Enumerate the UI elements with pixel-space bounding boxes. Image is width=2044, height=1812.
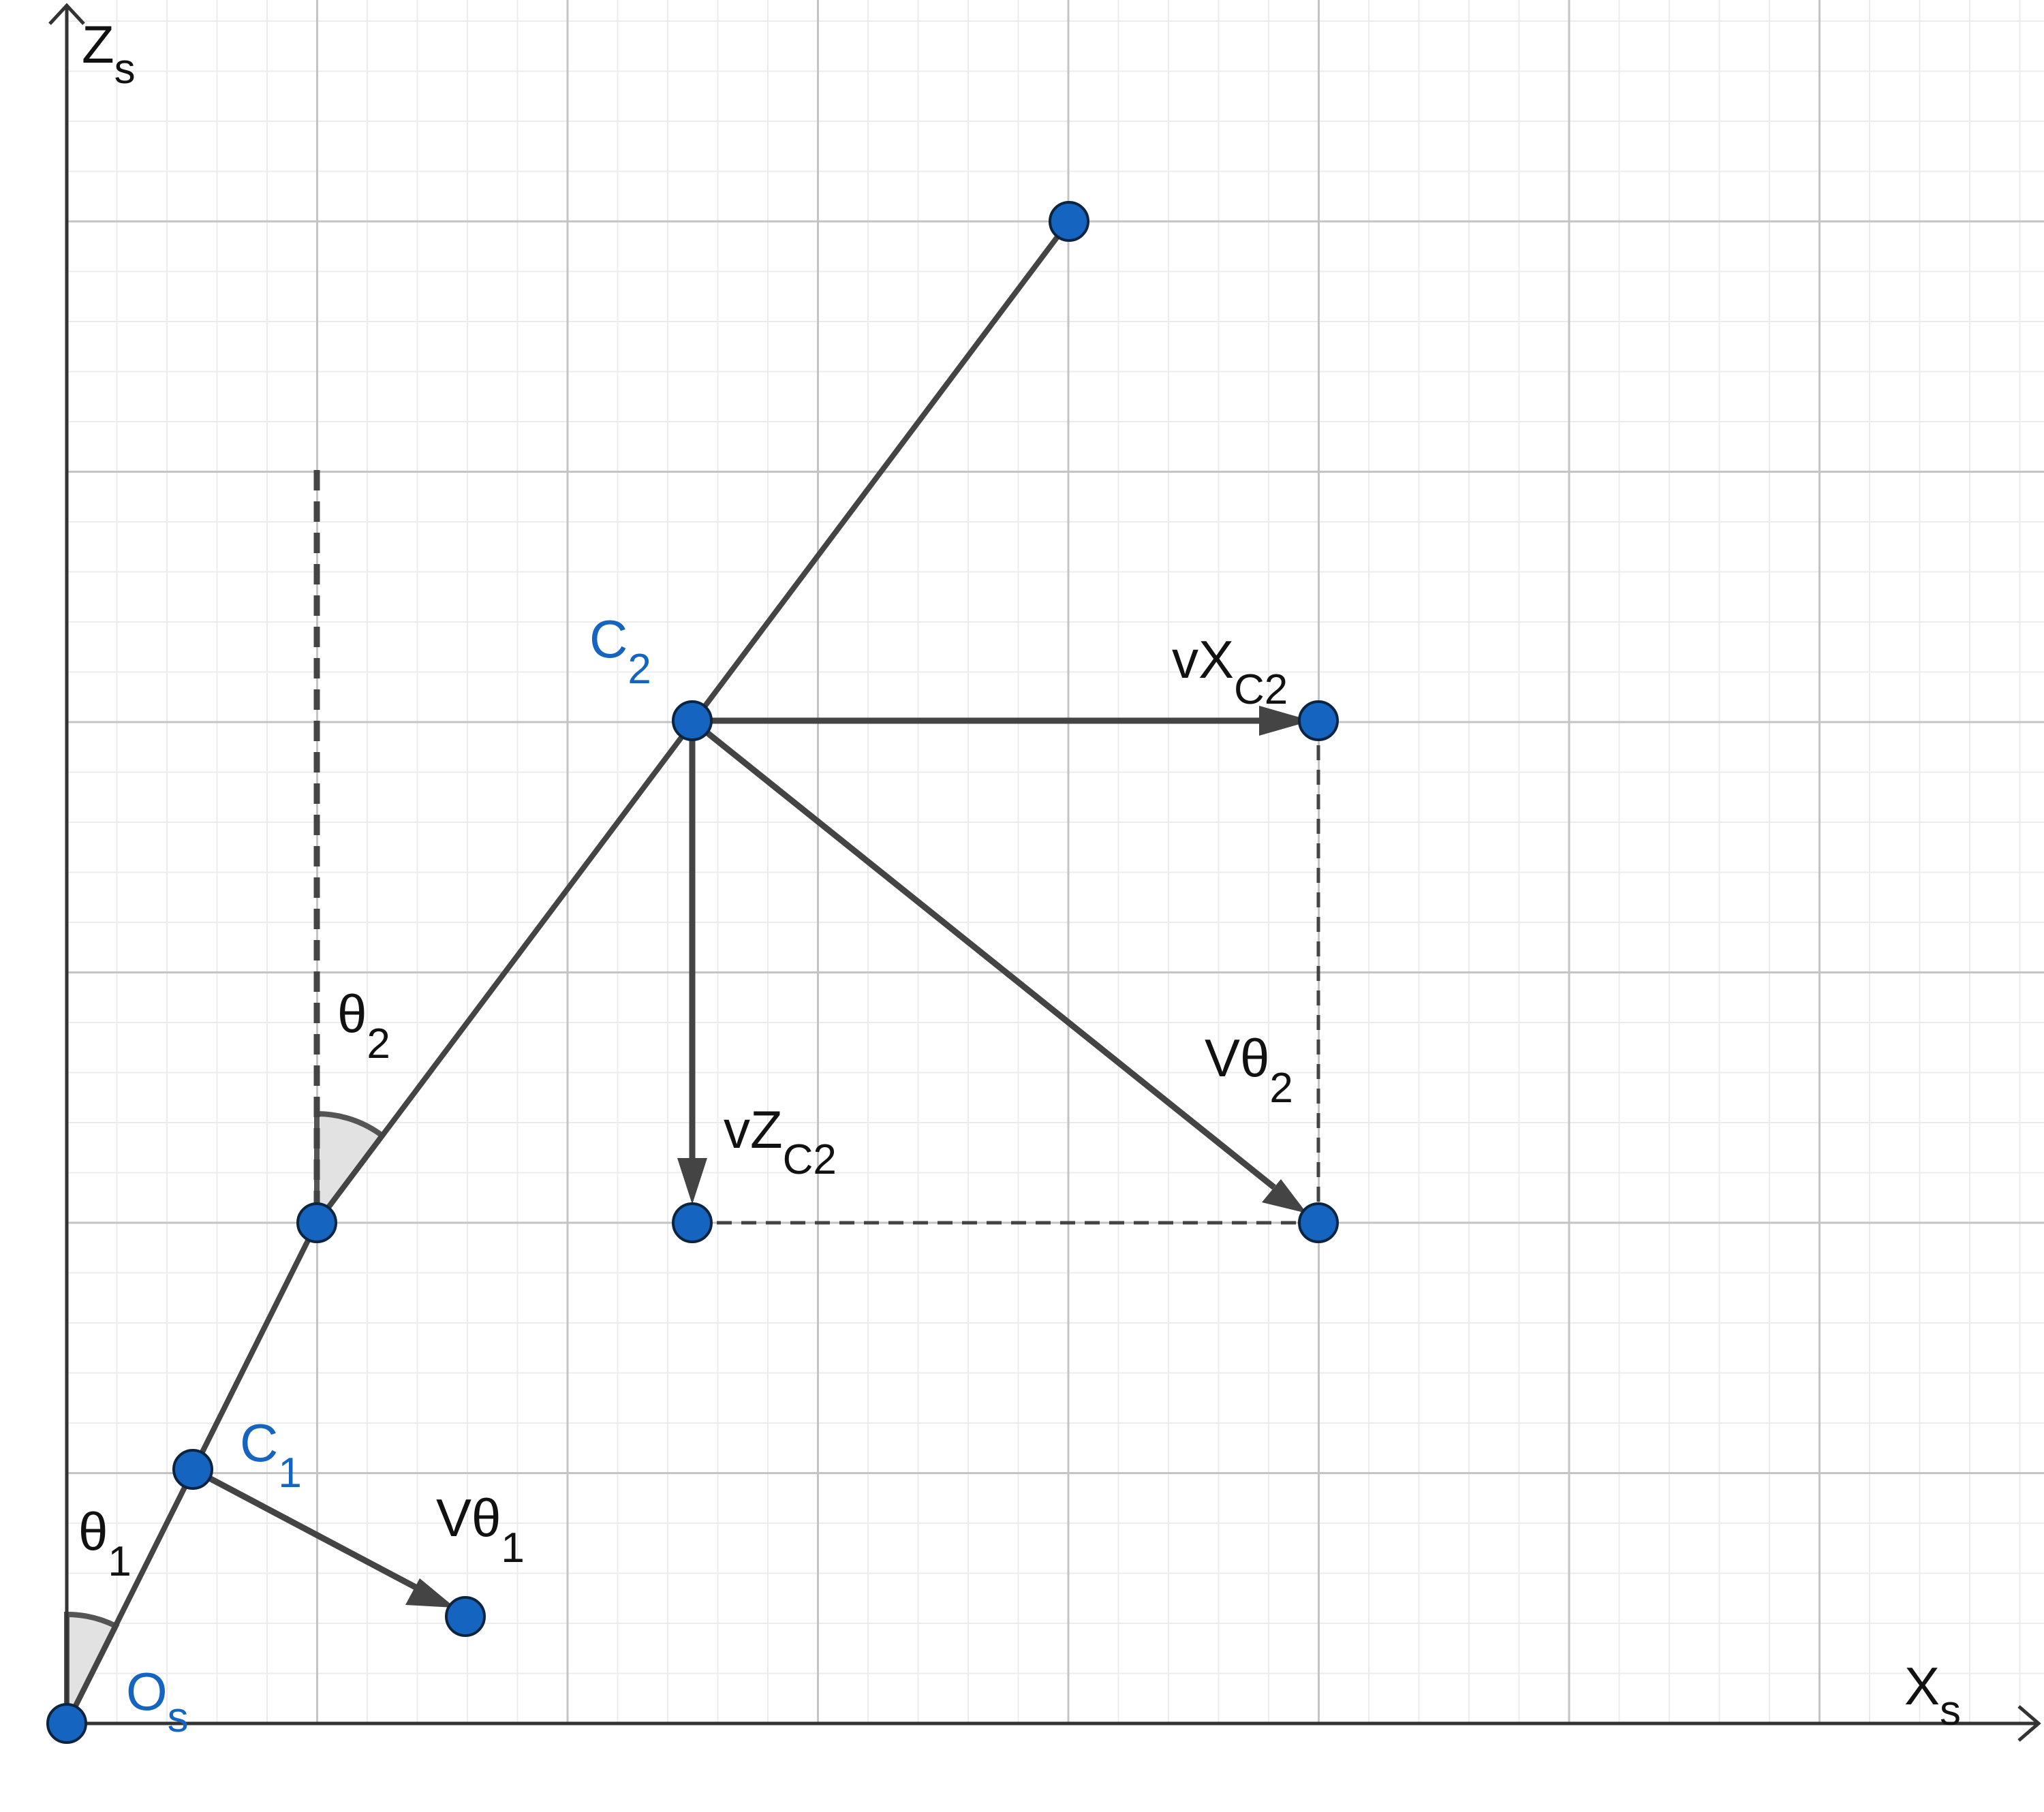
vx-c2-label: vXC2 [1172,629,1288,713]
point-joint[interactable] [296,1202,337,1243]
point-link2-end[interactable] [1049,201,1089,242]
x-axis-arrowhead [2017,1705,2041,1742]
theta1-label: θ1 [78,1501,131,1585]
c1-label: C1 [240,1413,302,1497]
z-axis-label: Zs [82,14,136,93]
point-vz-c2-tip[interactable] [672,1202,713,1243]
v-theta1-vector [191,1467,428,1595]
point-c2[interactable] [672,700,713,741]
point-v-theta2-tip[interactable] [1298,1202,1339,1243]
v-theta2-vector [690,718,1276,1190]
theta2-label: θ2 [337,984,390,1067]
x-axis-label: Xs [1904,1656,1961,1734]
vx-c2-arrowhead [1259,706,1312,736]
c2-label: C2 [589,609,651,693]
v-theta1-label: Vθ1 [436,1488,525,1572]
point-os[interactable] [46,1703,87,1744]
z-axis-arrowhead [48,3,85,25]
point-v-theta1-tip[interactable] [445,1596,486,1637]
v-theta1-arrowhead [405,1578,455,1608]
vz-c2-arrowhead [677,1158,707,1204]
vz-c2-label: vZC2 [724,1099,837,1183]
grid [67,0,2044,1723]
point-c1[interactable] [172,1449,213,1490]
v-theta2-arrowhead [1262,1179,1307,1213]
os-label: Os [126,1661,189,1741]
v-theta2-label: Vθ2 [1205,1028,1293,1112]
point-vx-c2-tip[interactable] [1298,700,1339,741]
